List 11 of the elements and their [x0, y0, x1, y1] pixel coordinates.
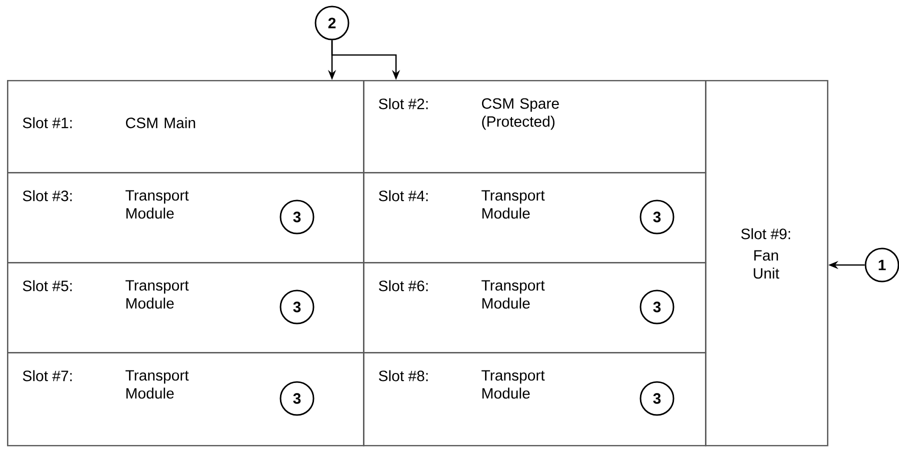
slot-cell: Slot #2: CSM Spare (Protected) [363, 80, 706, 174]
callout-number: 3 [280, 381, 314, 416]
callout-number: 3 [640, 290, 674, 324]
callout-number: 3 [640, 200, 674, 234]
callout-number: 3 [280, 200, 314, 234]
callout-number: 2 [314, 6, 350, 40]
callout-number: 3 [640, 381, 674, 416]
slot-cell: Slot #9: Fan Unit [705, 80, 828, 446]
callout-number: 3 [280, 290, 314, 324]
callout-number: 1 [864, 248, 899, 282]
slot-cell: Slot #1: CSM Main [7, 80, 364, 174]
